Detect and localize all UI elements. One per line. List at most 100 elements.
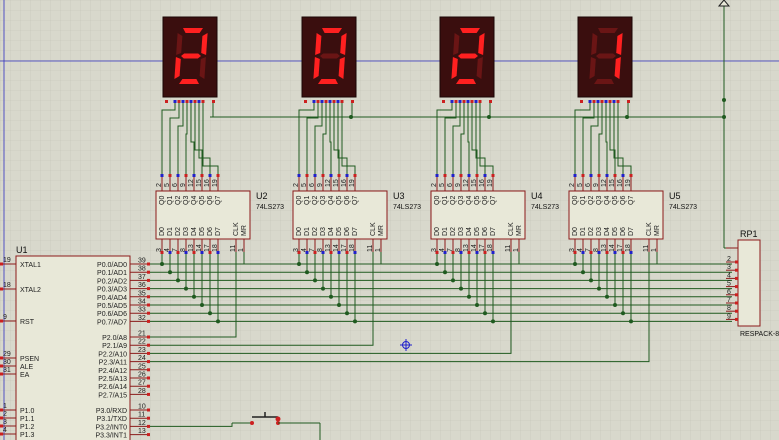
mcu-pin-num: 11 (138, 412, 145, 419)
latch-type: 74LS273 (669, 204, 697, 211)
latch-q-label: Q7 (628, 196, 635, 205)
pin-marker (313, 251, 317, 254)
junction-dot (200, 303, 204, 307)
pin-marker (329, 251, 333, 254)
display-4[interactable] (577, 16, 633, 103)
latch-d-num: 3 (431, 248, 438, 252)
latch-d-label: D3 (320, 227, 327, 236)
pin-marker (0, 424, 3, 428)
latch-ref: U5 (669, 191, 681, 201)
pin-marker (147, 278, 150, 282)
latch-q-label: Q4 (328, 196, 335, 205)
latch-u3[interactable]: U374LS273Q02D03Q15D14Q26D27Q39D38Q412D41… (292, 174, 421, 254)
display-pin (580, 100, 583, 103)
junction-dot (722, 98, 726, 102)
junction-dot (208, 311, 212, 316)
wire (605, 103, 608, 176)
pin-marker (147, 376, 150, 380)
wire (460, 103, 465, 176)
pin-marker (176, 174, 180, 177)
latch-q-num: 12 (325, 179, 332, 187)
latch-d-num: 13 (601, 244, 608, 252)
mcu-pin-num: 38 (138, 266, 146, 273)
display-2[interactable] (301, 16, 357, 103)
pin-marker (589, 251, 593, 254)
wire (609, 103, 616, 176)
latch-q-num: 19 (212, 179, 219, 187)
display-3[interactable] (439, 16, 495, 103)
junction-dot (176, 278, 180, 283)
mcu-pin-num: 21 (138, 331, 146, 338)
pin-marker (147, 433, 150, 437)
display-pin (627, 100, 630, 103)
latch-d-num: 13 (463, 244, 470, 252)
mcu-pin-num: 13 (138, 428, 146, 435)
junction-dot (297, 262, 301, 266)
pin-marker (337, 251, 341, 254)
mcu-pin-name: P3.3/INT1 (95, 433, 127, 440)
wire (190, 103, 195, 176)
pin-marker (459, 174, 463, 177)
display-pin (201, 100, 205, 103)
latch-mr-label: MR (654, 225, 661, 236)
segment-g (596, 53, 616, 59)
latch-clk-num: 11 (230, 245, 237, 252)
mcu-pin-name: RST (20, 319, 35, 326)
pin-marker (147, 287, 150, 291)
latch-d-label: D7 (490, 227, 497, 236)
latch-d-label: D5 (199, 227, 206, 236)
latch-d-label: D0 (572, 227, 579, 236)
latch-q-label: Q4 (466, 196, 473, 205)
pin-marker (605, 251, 609, 254)
mcu-pin-name: P2.1/A9 (102, 343, 127, 350)
mcu-pin-num: 37 (138, 274, 146, 281)
latch-u4[interactable]: U474LS273Q02D03Q15D14Q26D27Q39D38Q412D41… (430, 174, 559, 254)
mcu-pin-name: P1.0 (20, 408, 35, 415)
latch-mr-num: 1 (375, 248, 382, 252)
latch-d-label: D5 (474, 227, 481, 236)
wire (582, 103, 595, 176)
segment-g (458, 53, 478, 59)
latch-d-num: 8 (455, 248, 462, 252)
junction-dot (605, 294, 609, 299)
power-terminal[interactable] (717, 0, 731, 7)
display-pin (588, 100, 592, 103)
push-button[interactable] (232, 412, 321, 440)
latch-d-label: D5 (612, 227, 619, 236)
mcu-ref: U1 (16, 245, 28, 255)
pin-marker (735, 293, 738, 297)
display-pin (478, 100, 482, 103)
pin-marker (160, 174, 164, 177)
pin-marker (337, 174, 341, 177)
latch-d-label: D0 (159, 227, 166, 236)
seven-segment-displays (162, 16, 633, 103)
display-pin (304, 100, 307, 103)
latch-q-num: 5 (577, 183, 584, 187)
latch-clk-label: CLK (370, 222, 377, 236)
wire (574, 103, 591, 176)
pin-marker (321, 174, 325, 177)
latch-body (292, 190, 388, 240)
display-1[interactable] (162, 16, 218, 103)
segment-d (456, 79, 476, 84)
latch-d-label: D3 (458, 227, 465, 236)
pin-marker (0, 432, 3, 436)
mcu-u1[interactable]: U1 19XTAL118XTAL29RST29PSEN30ALE31EA1P1.… (0, 245, 150, 440)
junction-dot (313, 278, 317, 283)
mcu-pin-name: P0.2/AD2 (97, 278, 127, 285)
latch-u5[interactable]: U574LS273Q02D03Q15D14Q26D27Q39D38Q412D41… (568, 174, 697, 254)
mcu-pin-name: P0.6/AD6 (97, 311, 127, 318)
latch-u2[interactable]: U274LS273Q02D03Q15D14Q26D27Q39D38Q412D41… (155, 174, 284, 254)
mcu-pin-num: 4 (3, 427, 7, 434)
wire (333, 103, 340, 176)
pin-marker (467, 251, 471, 254)
respack-pin-num: 8 (727, 305, 731, 312)
latch-d-label: D6 (482, 227, 489, 236)
latch-q-num: 6 (309, 183, 316, 187)
display-pin (612, 100, 616, 103)
junction-dot (184, 286, 188, 291)
pin-marker (629, 251, 633, 254)
